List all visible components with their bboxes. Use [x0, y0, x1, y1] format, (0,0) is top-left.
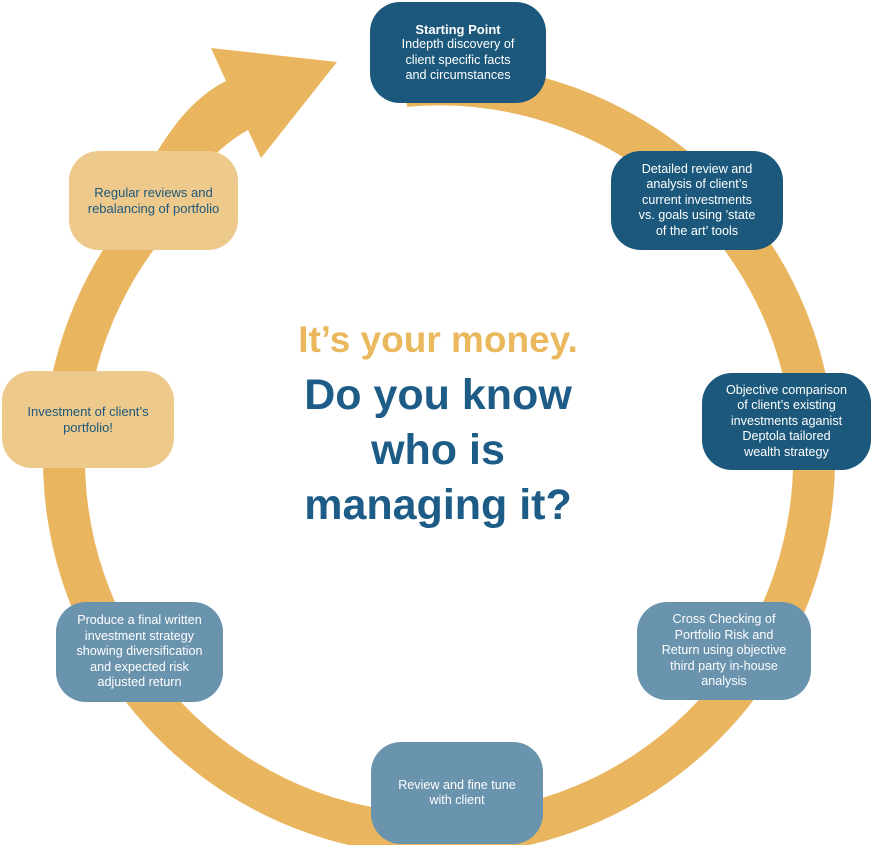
step-box-starting-point: Starting Point Indepth discovery of clie…	[370, 2, 546, 103]
step-box-objective-comparison: Objective comparison of client’s existin…	[702, 373, 871, 470]
step-text: Produce a final written investment strat…	[76, 613, 203, 690]
step-text: Review and fine tune with client	[398, 777, 516, 808]
step-box-detailed-review: Detailed review and analysis of client’s…	[611, 151, 783, 250]
headline-line-gold: It’s your money.	[298, 319, 578, 360]
headline-line-blue-3: managing it?	[304, 481, 572, 529]
step-box-investment-portfolio: Investment of client’s portfolio!	[2, 371, 174, 468]
center-headline: It’s your money. Do you know who is mana…	[188, 312, 688, 533]
headline-line-blue-1: Do you know	[304, 371, 572, 419]
step-box-cross-checking: Cross Checking of Portfolio Risk and Ret…	[637, 602, 811, 700]
step-text: Indepth discovery of client specific fac…	[401, 37, 515, 82]
step-box-produce-strategy: Produce a final written investment strat…	[56, 602, 223, 702]
step-text: Detailed review and analysis of client’s…	[638, 161, 756, 238]
step-text: Regular reviews and rebalancing of portf…	[87, 185, 220, 216]
step-text: Objective comparison of client’s existin…	[725, 382, 848, 459]
headline-line-blue-2: who is	[371, 426, 505, 474]
step-box-review-fine-tune: Review and fine tune with client	[371, 742, 543, 844]
step-box-regular-reviews: Regular reviews and rebalancing of portf…	[69, 151, 238, 250]
step-text: Cross Checking of Portfolio Risk and Ret…	[661, 612, 787, 689]
step-text: Investment of client’s portfolio!	[27, 404, 149, 435]
step-title: Starting Point	[415, 21, 501, 37]
